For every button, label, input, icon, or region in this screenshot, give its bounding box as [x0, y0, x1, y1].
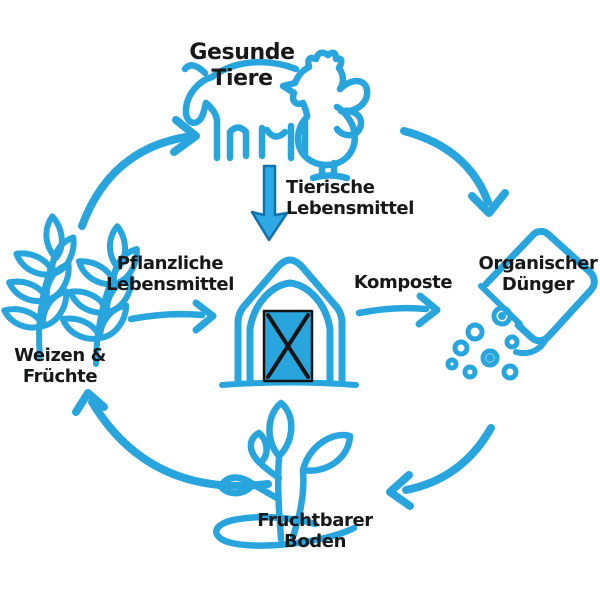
- label-organic-fertilizer: Organischer Dünger: [478, 253, 598, 295]
- plant-foods-arrow: [127, 299, 217, 334]
- animal-foods-down-arrow: [250, 164, 289, 242]
- barn-icon: [219, 256, 359, 388]
- compost-arrow: [355, 292, 441, 328]
- fertilizer-bag-icon: [445, 227, 598, 381]
- seedling-icon: [213, 399, 358, 549]
- curved-arrow-bottom-right: [386, 424, 495, 510]
- label-fertile-soil: Fruchtbarer Boden: [257, 510, 373, 552]
- curved-arrow-top-right: [400, 127, 509, 217]
- label-wheat-fruits: Weizen & Früchte: [14, 345, 106, 387]
- curved-arrow-top-left: [78, 116, 200, 230]
- cow-and-chicken-icon: [181, 49, 371, 182]
- label-healthy-animals: Gesunde Tiere: [189, 40, 295, 91]
- wheat-icon: [2, 216, 145, 367]
- label-composts: Komposte: [353, 272, 453, 293]
- label-animal-foods: Tierische Lebensmittel: [286, 177, 415, 219]
- curved-arrow-bottom-left: [72, 389, 272, 490]
- label-plant-foods: Pflanzliche Lebensmittel: [105, 253, 234, 295]
